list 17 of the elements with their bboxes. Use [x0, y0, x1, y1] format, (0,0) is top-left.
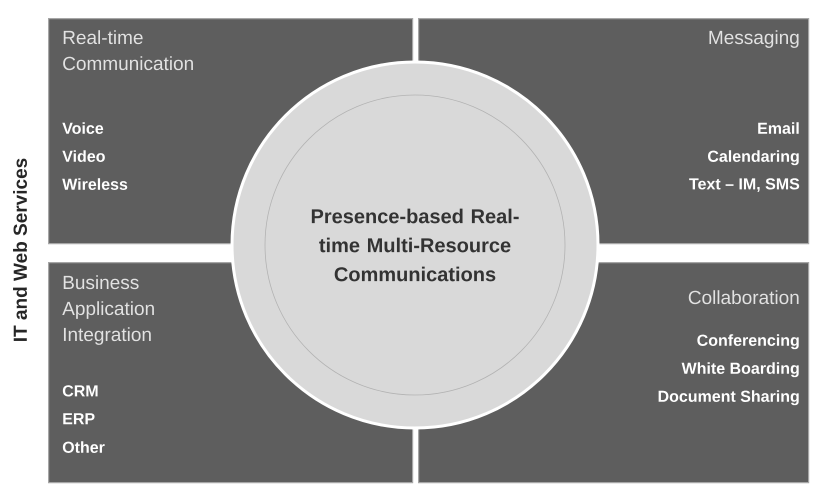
list-item: ERP — [63, 413, 95, 424]
list-item: Calendaring — [708, 150, 799, 166]
list-item: Document Sharing — [658, 390, 799, 406]
list-item: Other — [62, 441, 105, 453]
panel-heading: Collaboration — [688, 290, 799, 304]
list-item: Email — [758, 122, 799, 134]
list-item: White Boarding — [682, 362, 799, 378]
list-item: Wireless — [62, 178, 128, 190]
list-item: Text – IM, SMS — [689, 178, 800, 192]
panel-heading: Real-time Communication — [63, 30, 193, 70]
list-item: CRM — [62, 385, 98, 397]
panel-heading: Messaging — [709, 30, 799, 48]
panel-heading: Business Application Integration — [62, 275, 154, 345]
list-item: Video — [62, 150, 105, 162]
list-item: Conferencing — [697, 334, 799, 350]
side-label: IT and Web Services — [13, 158, 27, 341]
list-item: Voice — [62, 122, 104, 134]
